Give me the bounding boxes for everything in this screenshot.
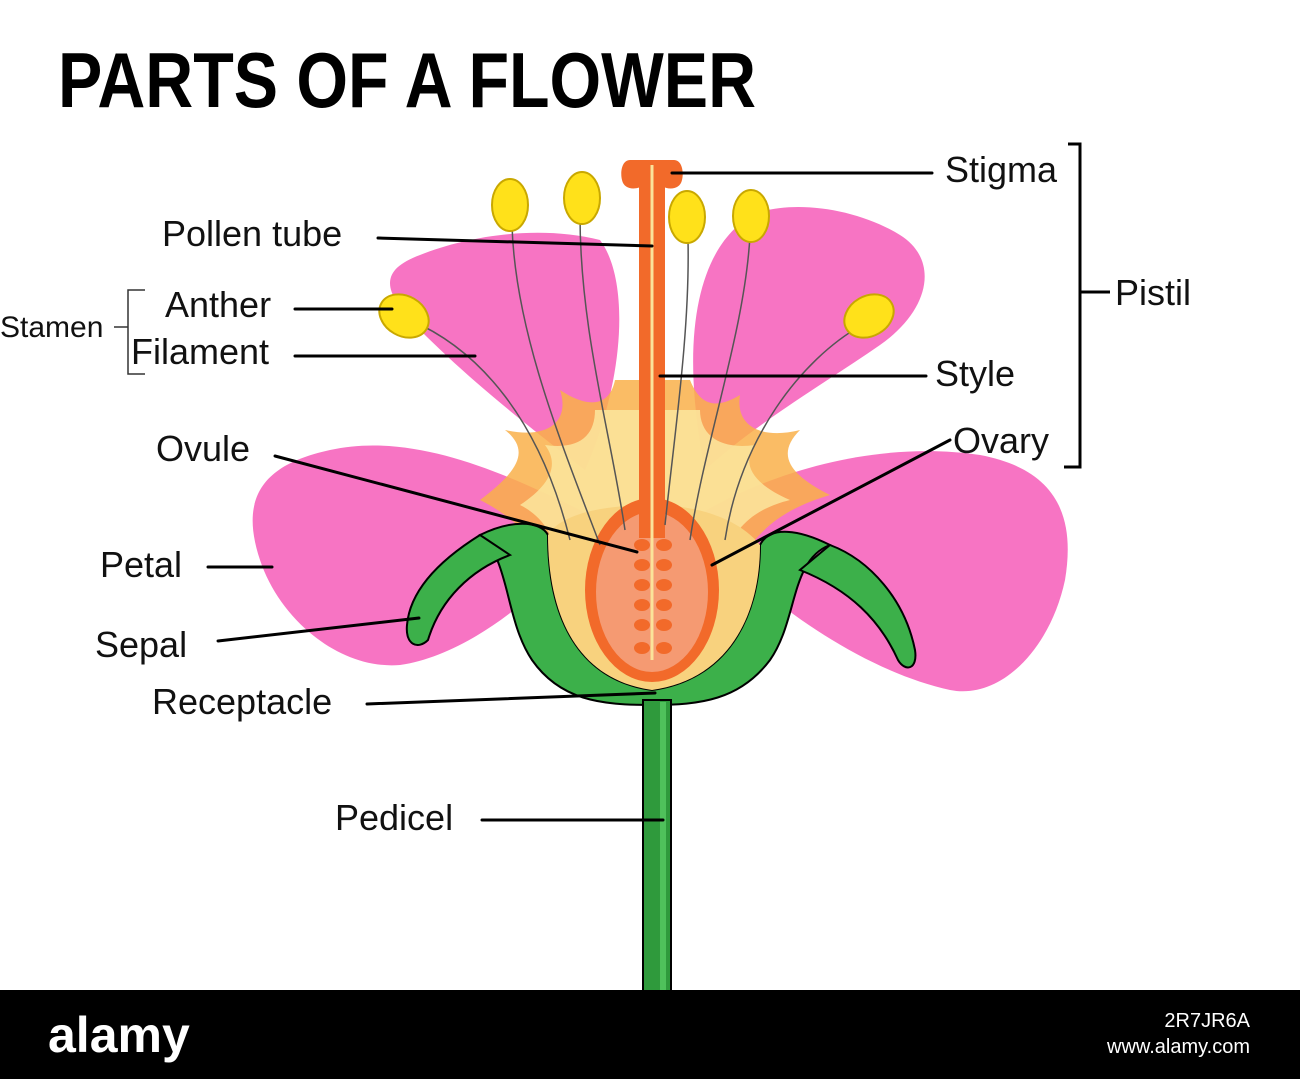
anther-3 xyxy=(563,171,601,225)
anthers xyxy=(378,171,895,339)
page-title: PARTS OF A FLOWER xyxy=(58,36,756,124)
anther-2 xyxy=(491,178,529,232)
pedicel-stem xyxy=(642,699,672,993)
stamen-bracket xyxy=(114,289,145,375)
label-stamen: Stamen xyxy=(0,311,103,344)
label-receptacle: Receptacle xyxy=(152,681,332,722)
label-pollen-tube: Pollen tube xyxy=(162,213,342,254)
flower-illustration xyxy=(252,160,1068,993)
label-style: Style xyxy=(935,353,1015,394)
label-pedicel: Pedicel xyxy=(335,797,453,838)
ovules xyxy=(634,539,672,654)
sepal-left xyxy=(405,533,513,646)
sepal-right xyxy=(798,543,917,669)
label-stigma: Stigma xyxy=(945,149,1058,190)
anther-5 xyxy=(732,189,770,243)
anther-4 xyxy=(668,190,706,244)
label-petal: Petal xyxy=(100,544,182,585)
footer-image-id: 2R7JR6A xyxy=(1164,1010,1250,1032)
pedicel-highlight xyxy=(660,702,666,990)
footer-logo: alamy xyxy=(48,1007,190,1063)
footer-bar xyxy=(0,990,1300,1079)
label-ovule: Ovule xyxy=(156,428,250,469)
footer-site: www.alamy.com xyxy=(1106,1036,1250,1058)
label-ovary: Ovary xyxy=(953,420,1049,461)
label-pistil: Pistil xyxy=(1115,272,1191,313)
anther-6 xyxy=(843,293,895,339)
anther-1 xyxy=(378,293,430,339)
label-sepal: Sepal xyxy=(95,624,187,665)
petal-right-upper xyxy=(693,206,925,470)
leader-lines xyxy=(206,171,952,822)
filaments xyxy=(409,214,863,546)
label-anther: Anther xyxy=(165,284,271,325)
label-filament: Filament xyxy=(131,331,269,372)
pistil-bracket xyxy=(1064,142,1110,469)
